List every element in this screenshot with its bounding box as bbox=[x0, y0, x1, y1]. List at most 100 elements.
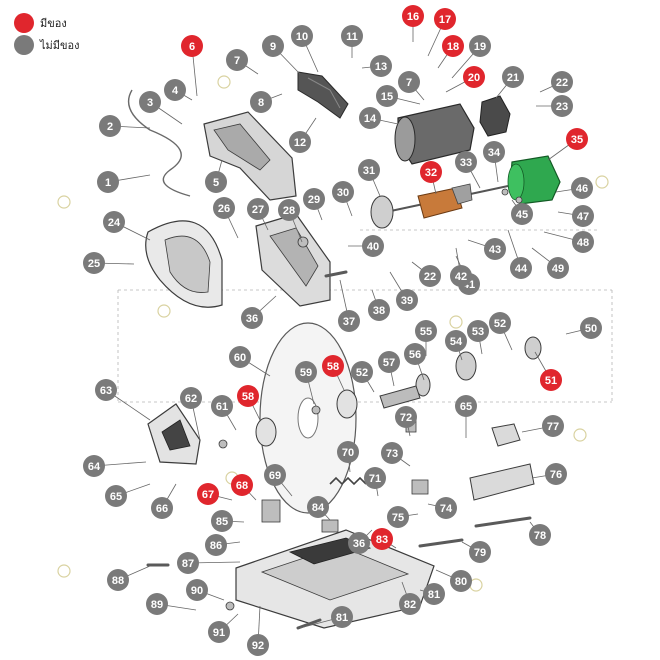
callout-circle bbox=[213, 197, 235, 219]
callout-number: 22 bbox=[424, 271, 436, 283]
callout-number: 51 bbox=[545, 375, 557, 387]
callout-circle bbox=[83, 455, 105, 477]
callout-badge-48: 48 bbox=[572, 231, 594, 253]
legend-available-swatch bbox=[14, 13, 34, 33]
callout-badge-90: 90 bbox=[186, 579, 208, 601]
callout-badge-75: 75 bbox=[387, 506, 409, 528]
callout-number: 11 bbox=[346, 31, 358, 43]
callout-number: 46 bbox=[576, 183, 588, 195]
callout-number: 79 bbox=[474, 547, 486, 559]
callout-badge-42: 42 bbox=[450, 265, 472, 287]
callout-badge-49: 49 bbox=[547, 257, 569, 279]
callout-number: 70 bbox=[342, 447, 354, 459]
callout-badge-6: 6 bbox=[181, 35, 203, 57]
callout-badge-92: 92 bbox=[247, 634, 269, 656]
callout-badge-59: 59 bbox=[295, 361, 317, 383]
callout-badge-30: 30 bbox=[332, 181, 354, 203]
callout-circle bbox=[97, 171, 119, 193]
callout-circle bbox=[450, 570, 472, 592]
callout-circle bbox=[151, 497, 173, 519]
callout-circle bbox=[291, 25, 313, 47]
callout-number: 83 bbox=[376, 534, 388, 546]
callout-badge-26: 26 bbox=[213, 197, 235, 219]
callout-badge-46: 46 bbox=[571, 177, 593, 199]
callout-number: 89 bbox=[151, 599, 163, 611]
callout-circle bbox=[211, 395, 233, 417]
callout-badge-47: 47 bbox=[572, 205, 594, 227]
callout-circle bbox=[540, 369, 562, 391]
callout-badge-86: 86 bbox=[205, 534, 227, 556]
callout-badge-77: 77 bbox=[542, 415, 564, 437]
callout-circle bbox=[359, 107, 381, 129]
callout-number: 25 bbox=[88, 258, 100, 270]
callout-badge-5: 5 bbox=[205, 171, 227, 193]
callout-circle bbox=[469, 35, 491, 57]
callout-number: 7 bbox=[406, 77, 412, 89]
callout-badge-37: 37 bbox=[338, 310, 360, 332]
callout-badge-12: 12 bbox=[289, 131, 311, 153]
callout-circle bbox=[303, 188, 325, 210]
callout-circle bbox=[307, 496, 329, 518]
callout-number: 68 bbox=[236, 480, 248, 492]
callout-badge-8: 8 bbox=[250, 91, 272, 113]
legend-unavailable: ไม่มีของ bbox=[14, 34, 80, 56]
callout-number: 74 bbox=[440, 503, 453, 515]
callout-badge-19: 19 bbox=[469, 35, 491, 57]
callout-badge-65: 65 bbox=[455, 395, 477, 417]
callout-circle bbox=[95, 379, 117, 401]
callout-circle bbox=[450, 265, 472, 287]
callout-circle bbox=[469, 541, 491, 563]
power-cord bbox=[127, 89, 191, 197]
callout-circle bbox=[529, 524, 551, 546]
callout-circle bbox=[351, 361, 373, 383]
callout-badge-63: 63 bbox=[95, 379, 117, 401]
callout-number: 37 bbox=[343, 316, 355, 328]
callout-number: 59 bbox=[300, 367, 312, 379]
callout-number: 15 bbox=[381, 91, 393, 103]
end-cap bbox=[479, 95, 511, 137]
callout-badge-10: 10 bbox=[291, 25, 313, 47]
callout-number: 33 bbox=[460, 157, 472, 169]
callout-number: 66 bbox=[156, 503, 168, 515]
callout-number: 21 bbox=[507, 72, 519, 84]
callout-badge-81: 81 bbox=[331, 606, 353, 628]
handle-assembly bbox=[297, 71, 349, 119]
callout-circle bbox=[571, 177, 593, 199]
callout-number: 65 bbox=[460, 401, 472, 413]
callout-circle bbox=[83, 252, 105, 274]
callout-badge-70: 70 bbox=[337, 441, 359, 463]
callout-number: 81 bbox=[336, 612, 348, 624]
callout-badge-81: 81 bbox=[423, 583, 445, 605]
callout-circle bbox=[483, 141, 505, 163]
callout-circle bbox=[547, 257, 569, 279]
callout-badge-31: 31 bbox=[358, 159, 380, 181]
legend: มีของ ไม่มีของ bbox=[14, 12, 80, 56]
callout-number: 52 bbox=[356, 367, 368, 379]
callout-number: 77 bbox=[547, 421, 559, 433]
callout-number: 26 bbox=[218, 203, 230, 215]
callout-badge-7: 7 bbox=[226, 49, 248, 71]
callout-number: 90 bbox=[191, 585, 203, 597]
callout-number: 18 bbox=[447, 41, 459, 53]
callout-number: 60 bbox=[234, 352, 246, 364]
armature bbox=[385, 183, 509, 219]
callout-circle bbox=[378, 351, 400, 373]
callout-circle bbox=[331, 606, 353, 628]
callout-number: 1 bbox=[105, 177, 111, 189]
bearing-plates bbox=[370, 195, 542, 397]
callout-number: 7 bbox=[234, 55, 240, 67]
callout-circle bbox=[177, 552, 199, 574]
callout-number: 78 bbox=[534, 530, 546, 542]
callout-badge-61: 61 bbox=[211, 395, 233, 417]
callout-circle bbox=[348, 532, 370, 554]
callout-badge-7: 7 bbox=[398, 71, 420, 93]
callout-badge-4: 4 bbox=[164, 79, 186, 101]
motor-housing bbox=[394, 103, 475, 165]
rods bbox=[146, 270, 532, 630]
callout-badge-1: 1 bbox=[97, 171, 119, 193]
callout-circle bbox=[332, 181, 354, 203]
callout-badge-28: 28 bbox=[278, 199, 300, 221]
callout-number: 55 bbox=[420, 326, 432, 338]
callout-circle bbox=[186, 579, 208, 601]
callout-circle bbox=[295, 361, 317, 383]
